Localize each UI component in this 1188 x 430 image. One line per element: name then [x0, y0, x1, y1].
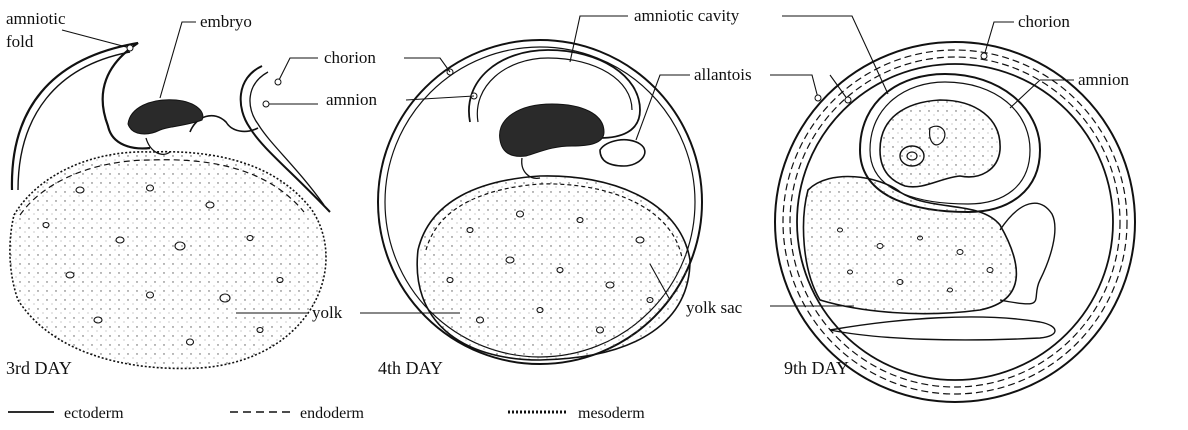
label-amniotic-cavity: amniotic cavity	[634, 6, 740, 25]
panel-3rd-day	[10, 22, 330, 368]
label-yolk-sac: yolk sac	[686, 298, 743, 317]
label-amniotic-fold-line1: amniotic	[6, 9, 66, 28]
label-chorion-3: chorion	[1018, 12, 1070, 31]
label-amnion-3: amnion	[1078, 70, 1129, 89]
legend-label-mesoderm: mesoderm	[578, 405, 645, 422]
embryo-shape-4th	[500, 104, 604, 156]
label-chorion-1: chorion	[324, 48, 376, 67]
legend-label-ectoderm: ectoderm	[64, 405, 124, 422]
label-allantois: allantois	[694, 65, 752, 84]
label-amnion-1: amnion	[326, 90, 377, 109]
legend: ectoderm endoderm mesoderm	[8, 405, 645, 422]
day-label-4th: 4th DAY	[378, 358, 443, 378]
allantois-4th	[600, 140, 645, 166]
day-label-3rd: 3rd DAY	[6, 358, 72, 378]
label-yolk: yolk	[312, 303, 343, 322]
label-embryo: embryo	[200, 12, 252, 31]
yolk-sac-4th	[417, 176, 690, 360]
yolk-sac-9th	[804, 177, 1017, 314]
legend-label-endoderm: endoderm	[300, 405, 365, 422]
panel-4th-day	[360, 16, 702, 364]
yolk-mass-3rd	[10, 152, 326, 369]
label-amniotic-fold-line2: fold	[6, 32, 34, 51]
day-label-9th: 9th DAY	[784, 358, 849, 378]
